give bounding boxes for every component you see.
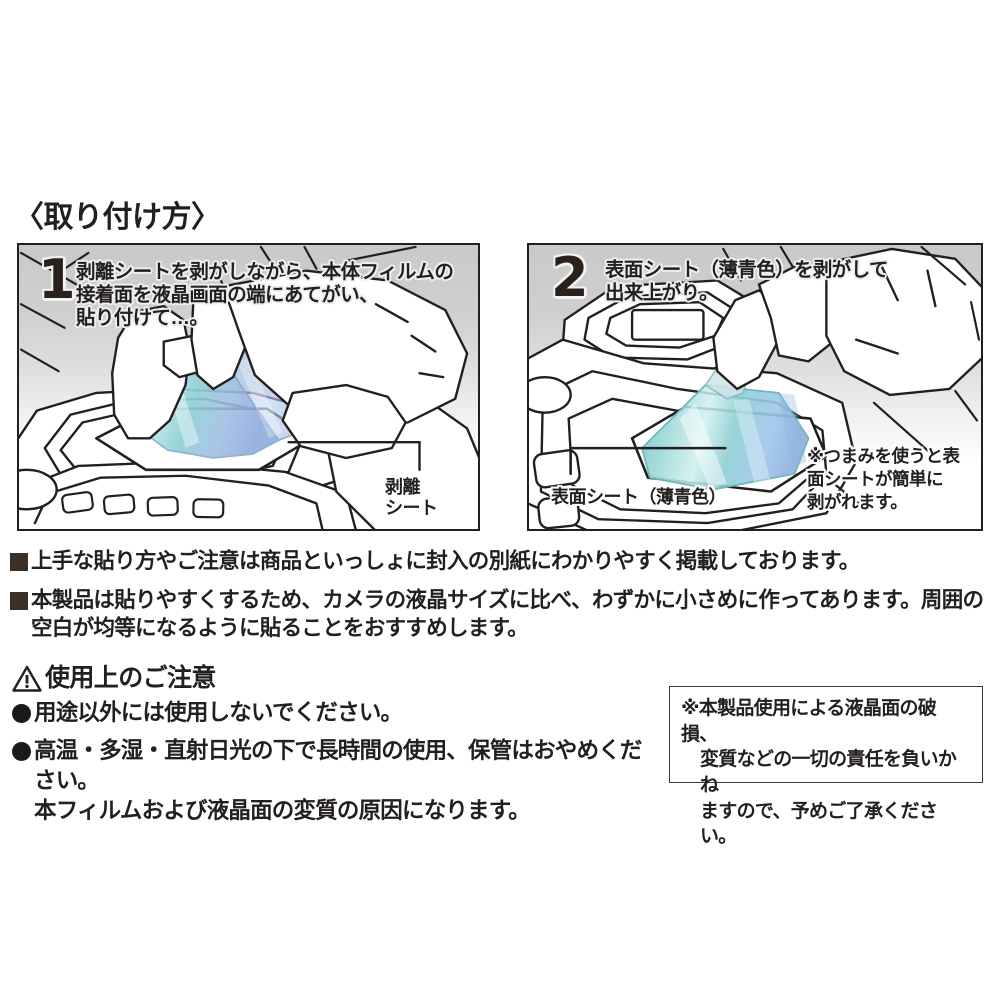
disclaimer-line-1: ※本製品使用による液晶面の破損、	[681, 698, 937, 745]
square-bullet-icon	[10, 553, 28, 571]
step-2-instruction-text: 表面シート（薄青色）を剥がして 出来上がり。	[605, 259, 889, 305]
caution-header: 使用上のご注意	[12, 665, 652, 692]
callout-surface-sheet: 表面シート（薄青色）	[551, 487, 727, 507]
step-number-1: 1	[38, 248, 76, 311]
warning-triangle-icon	[12, 665, 42, 692]
square-bullet-icon	[10, 591, 28, 610]
caution-item: 高温・多湿・直射日光の下で長時間の使用、保管はおやめください。 本フィルムおよび…	[12, 736, 652, 826]
step-1-illustration	[19, 245, 478, 529]
step-2-illustration	[529, 245, 981, 529]
caution-item: 用途以外には使用しないでください。	[12, 698, 652, 728]
circle-bullet-icon	[12, 704, 31, 723]
note-item: 上手な貼り方やご注意は商品といっしょに封入の別紙にわかりやすく掲載しております。	[10, 548, 990, 576]
page-title: 〈取り付け方〉	[14, 201, 221, 234]
callout-release-sheet: 剥離 シート	[385, 477, 438, 518]
disclaimer-line-3-text: ますので、予めご了承ください。	[700, 800, 938, 848]
illustration-panel-step-1: 1 剥離シートを剥がしながら、本体フィルムの 接着面を液晶画面の端にあてがい、 …	[17, 243, 480, 531]
caution-item-text: 用途以外には使用しないでください。	[34, 700, 403, 725]
caution-section: 使用上のご注意 用途以外には使用しないでください。 高温・多湿・直射日光の下で長…	[12, 665, 652, 834]
illustration-panel-step-2: 2 表面シート（薄青色）を剥がして 出来上がり。 表面シート（薄青色） ※つまみ…	[527, 243, 983, 531]
note-item-text: 上手な貼り方やご注意は商品といっしょに封入の別紙にわかりやすく掲載しております。	[31, 549, 860, 573]
disclaimer-line-2: 変質などの一切の責任を負いかね	[681, 747, 972, 798]
note-item-text: 本製品は貼りやすくするため、カメラの液晶サイズに比べ、わずかに小さめに作ってあり…	[31, 587, 984, 640]
circle-bullet-icon	[12, 741, 31, 761]
caution-title: 使用上のご注意	[45, 664, 216, 692]
step-1-instruction-text: 剥離シートを剥がしながら、本体フィルムの 接着面を液晶画面の端にあてがい、 貼り…	[76, 261, 454, 330]
disclaimer-line-2-text: 変質などの一切の責任を負いかね	[700, 749, 957, 796]
disclaimer-box: ※本製品使用による液晶面の破損、 変質などの一切の責任を負いかね ますので、予め…	[669, 686, 983, 847]
step-number-2: 2	[551, 246, 589, 309]
notes-list: 上手な貼り方やご注意は商品といっしょに封入の別紙にわかりやすく掲載しております。…	[10, 548, 990, 654]
note-item: 本製品は貼りやすくするため、カメラの液晶サイズに比べ、わずかに小さめに作ってあり…	[10, 587, 990, 643]
callout-tab-note: ※つまみを使うと表 面シートが簡単に 剥がれます。	[807, 446, 960, 512]
caution-item-text: 高温・多湿・直射日光の下で長時間の使用、保管はおやめください。 本フィルムおよび…	[34, 737, 642, 823]
disclaimer-line-3: ますので、予めご了承ください。	[681, 799, 972, 850]
